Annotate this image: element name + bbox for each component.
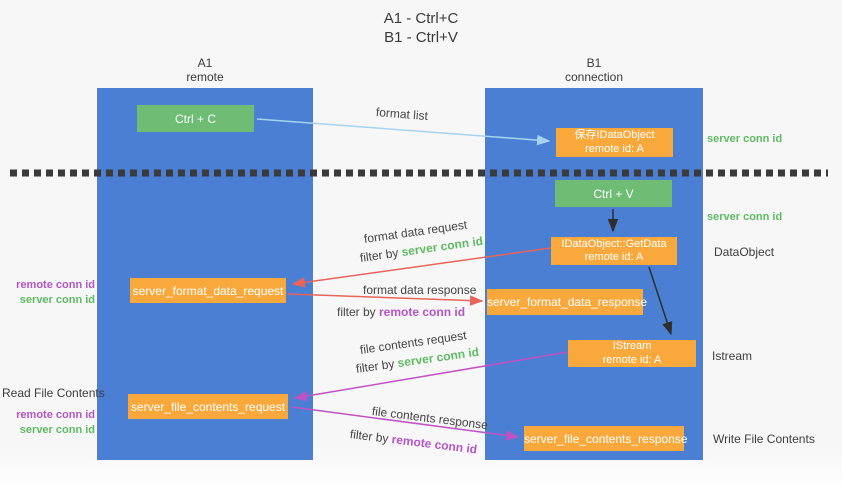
node-server-format-data-request: server_format_data_request: [130, 278, 286, 303]
edge-label-format-data-response: format data response: [363, 283, 477, 297]
lane-header-a1: A1 remote: [97, 56, 313, 84]
lane-a1-name: A1: [197, 56, 213, 70]
node-server-file-contents-request: server_file_contents_request: [128, 394, 288, 419]
node-getdata-line1: IDataObject::GetData: [561, 237, 667, 250]
node-server-file-contents-response: server_file_contents_response: [524, 426, 688, 451]
edge-label-format-data-response-filter: filter by remote conn id: [337, 305, 465, 319]
node-idataobject-getdata: IDataObject::GetData remote id: A: [551, 237, 677, 265]
node-ctrl-c-label: Ctrl + C: [174, 111, 216, 126]
arrow-format-list: [256, 118, 551, 146]
annotation-server-conn-id: server conn id: [19, 424, 95, 436]
annotation-format-conn-ids: remote conn id server conn id: [0, 278, 95, 308]
title-line-1: A1 - Ctrl+C: [383, 10, 459, 27]
diagram-title: A1 - Ctrl+C B1 - Ctrl+V: [0, 9, 842, 47]
lane-b1-subtitle: connection: [564, 70, 624, 84]
annotation-dataobject: DataObject: [714, 245, 775, 259]
node-file-request-label: server_file_contents_request: [130, 399, 286, 414]
node-getdata-line2: remote id: A: [584, 251, 644, 263]
annotation-server-conn-id-mid: server conn id: [707, 211, 783, 223]
node-format-request-label: server_format_data_request: [132, 283, 284, 298]
annotation-istream: Istream: [712, 349, 753, 363]
filter-key-remote-conn-id: remote conn id: [379, 305, 466, 319]
lane-header-b1: B1 connection: [485, 56, 703, 84]
node-ctrl-v: Ctrl + V: [555, 180, 672, 207]
lane-a1-subtitle: remote: [186, 70, 224, 84]
node-istream-line2: remote id: A: [602, 353, 662, 366]
node-ctrl-c: Ctrl + C: [137, 105, 254, 132]
node-save-idataobject-line2: remote id: A: [585, 142, 644, 155]
arrow-file-contents-request: [293, 351, 569, 402]
annotation-remote-conn-id: remote conn id: [16, 279, 95, 291]
annotation-write-file-contents: Write File Contents: [713, 432, 815, 446]
title-line-2: B1 - Ctrl+V: [384, 29, 458, 46]
lane-b1-name: B1: [586, 56, 602, 70]
arrow-format-data-response: [287, 293, 484, 306]
node-save-idataobject-line1: 保存IDataObject: [574, 129, 655, 141]
arrow-getdata-to-istream: [648, 266, 673, 336]
annotation-server-conn-id-top: server conn id: [707, 133, 783, 145]
annotation-read-file-contents: Read File Contents: [2, 386, 105, 400]
node-istream-line1: IStream: [612, 340, 652, 352]
node-format-response-label: server_format_data_response: [487, 295, 648, 309]
node-ctrl-v-label: Ctrl + V: [593, 186, 634, 201]
arrow-file-contents-response: [291, 406, 520, 441]
node-save-idataobject: 保存IDataObject remote id: A: [556, 128, 673, 157]
node-file-response-label: server_file_contents_response: [524, 431, 688, 446]
annotation-remote-conn-id: remote conn id: [16, 409, 95, 421]
arrow-format-data-request: [291, 247, 552, 288]
annotation-server-conn-id: server conn id: [19, 294, 95, 306]
node-istream: IStream remote id: A: [568, 340, 696, 367]
filter-prefix: filter by: [337, 305, 380, 319]
annotation-file-conn-ids: remote conn id server conn id: [0, 408, 95, 438]
node-server-format-data-response: server_format_data_response: [487, 289, 648, 315]
